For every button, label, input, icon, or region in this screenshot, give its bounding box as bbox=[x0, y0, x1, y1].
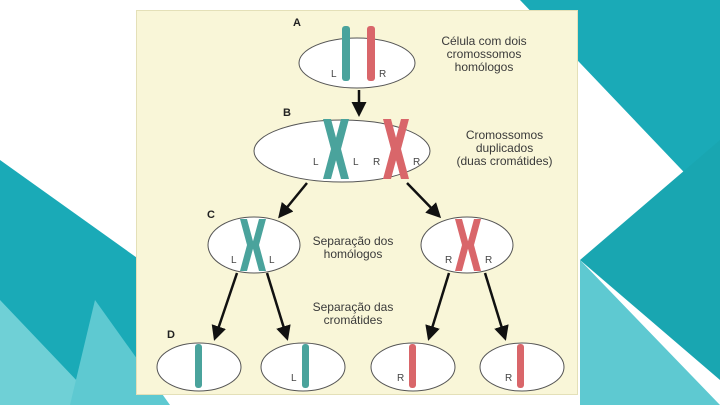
tag-d-3: R bbox=[397, 373, 405, 384]
caption-b-line-3: (duas cromátides) bbox=[456, 154, 553, 168]
caption-c: Separação dos homólogos bbox=[297, 235, 409, 261]
chromosome-c-left-x bbox=[240, 219, 266, 271]
arrow-b-c-right bbox=[406, 182, 442, 219]
caption-a-line-1: Célula com dois bbox=[441, 34, 527, 48]
cell-a bbox=[298, 37, 416, 89]
caption-a-line-3: homólogos bbox=[454, 60, 514, 74]
chromosome-a-right bbox=[367, 26, 375, 81]
chromatid-d-1 bbox=[195, 344, 202, 388]
tag-c-right-1: R bbox=[445, 255, 453, 266]
chromatid-d-4 bbox=[517, 344, 524, 388]
tag-b-r1: R bbox=[373, 157, 381, 168]
chromosome-b-right-x bbox=[383, 119, 409, 179]
tag-a-l: L bbox=[331, 69, 337, 80]
tag-d-2: L bbox=[291, 373, 297, 384]
meiosis-diagram bbox=[156, 26, 565, 392]
chromosome-a-left bbox=[342, 26, 350, 81]
arrow-c-d-1 bbox=[211, 272, 239, 341]
arrow-c-d-2 bbox=[265, 272, 291, 341]
caption-b-line-2: duplicados bbox=[475, 141, 534, 155]
tag-d-4: R bbox=[505, 373, 513, 384]
step-letter-a: A bbox=[293, 17, 301, 29]
tag-c-left-1: L bbox=[231, 255, 237, 266]
bg-shape-bottom-right bbox=[580, 260, 720, 405]
caption-d-line-2: cromátides bbox=[323, 313, 383, 327]
bg-shape-right bbox=[580, 140, 720, 380]
chromosome-b-left-x bbox=[323, 119, 349, 179]
caption-d: Separação das cromátides bbox=[297, 301, 409, 327]
tag-b-r2: R bbox=[413, 157, 421, 168]
arrow-c-d-4 bbox=[483, 272, 509, 341]
meiosis-diagram-panel: A B C D Célula com dois cromossomos homó… bbox=[136, 10, 578, 395]
tag-a-r: R bbox=[379, 69, 387, 80]
step-letter-d: D bbox=[167, 329, 175, 341]
caption-a-line-2: cromossomos bbox=[446, 47, 522, 61]
chromatid-d-2 bbox=[302, 344, 309, 388]
step-letter-b: B bbox=[283, 107, 291, 119]
chromatid-d-3 bbox=[409, 344, 416, 388]
caption-b: Cromossomos duplicados (duas cromátides) bbox=[437, 129, 572, 168]
tag-c-right-2: R bbox=[485, 255, 493, 266]
caption-b-line-1: Cromossomos bbox=[465, 128, 544, 142]
bg-shape-left-light bbox=[0, 300, 100, 405]
caption-c-line-2: homólogos bbox=[323, 247, 383, 261]
caption-c-line-1: Separação dos bbox=[312, 234, 394, 248]
step-letter-c: C bbox=[207, 209, 215, 221]
tag-c-left-2: L bbox=[269, 255, 275, 266]
arrow-b-c-left bbox=[278, 182, 308, 219]
chromosome-c-right-x bbox=[455, 219, 481, 271]
tag-b-l1: L bbox=[313, 157, 319, 168]
tag-b-l2: L bbox=[353, 157, 359, 168]
caption-d-line-1: Separação das bbox=[312, 300, 394, 314]
arrow-c-d-3 bbox=[425, 272, 451, 341]
caption-a: Célula com dois cromossomos homólogos bbox=[419, 35, 549, 74]
